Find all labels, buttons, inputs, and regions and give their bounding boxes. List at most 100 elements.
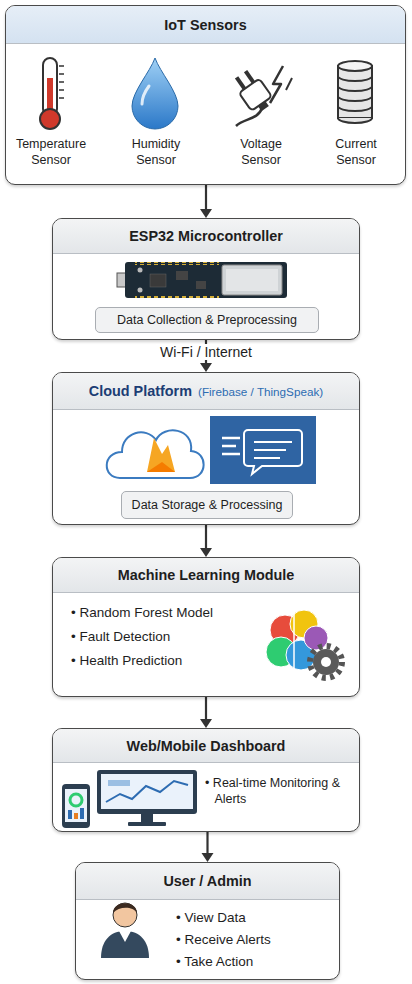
text-holder: Humidity Sensor (132, 136, 181, 169)
box-title: Web/Mobile Dashboard (127, 738, 286, 754)
flow-arrow (200, 697, 212, 728)
text-holder: • Take Action (176, 953, 253, 971)
esp32-board-part (150, 274, 166, 287)
plug-icon-part (236, 108, 262, 126)
connector-line (206, 832, 208, 853)
text-holder: • Random Forest Model (71, 604, 213, 622)
text-holder: Temperature Sensor (16, 136, 86, 169)
box-title: Cloud Platform (89, 383, 192, 399)
water-drop-icon-part (132, 58, 178, 129)
water-drop-icon (132, 58, 178, 129)
devices-icon-part (74, 813, 78, 819)
current-coil-icon-part (338, 118, 372, 123)
arrow-head (200, 363, 212, 372)
list-item: • View Data (176, 910, 246, 925)
firebase-cloud-icon (107, 430, 204, 478)
water-drop-icon-part (142, 86, 149, 104)
devices-icon-part (101, 774, 193, 809)
text-holder: • Health Prediction (71, 652, 182, 670)
devices-icon-part (70, 794, 82, 806)
devices-icon (62, 770, 197, 828)
devices-icon-part (97, 770, 197, 814)
arrow-head (200, 719, 212, 728)
user-icon-part (101, 931, 149, 958)
esp32-board-part (222, 265, 282, 295)
connector-line (205, 185, 207, 209)
thingspeak-icon-part (210, 416, 316, 484)
esp32-board-part (226, 269, 278, 291)
esp32-board-part (138, 288, 143, 293)
flow-arrow (200, 185, 212, 218)
devices-icon-part (108, 780, 130, 786)
esp32-board-part (138, 268, 143, 273)
brain-icon-part (310, 646, 342, 678)
arrow-head (200, 209, 212, 218)
current-coil-icon-part (338, 61, 372, 71)
header-band: Cloud Platform (Firebase / ThingSpeak) (53, 373, 359, 410)
box-title: Machine Learning Module (118, 567, 295, 583)
step-pill: Data Storage & Processing (121, 491, 293, 519)
step-pill: Data Collection & Preprocessing (95, 307, 319, 333)
plug-icon-part-part (258, 101, 269, 111)
firebase-cloud-icon-part (147, 462, 175, 472)
header-band: ESP32 Microcontroller (53, 219, 359, 254)
text-holder: Voltage Sensor (240, 136, 282, 169)
connector-line (205, 525, 207, 548)
list-item: • Fault Detection (71, 629, 170, 644)
arrow-head (200, 548, 212, 557)
plug-icon-part (231, 67, 276, 116)
list-item: • Take Action (176, 954, 253, 969)
user-icon (101, 903, 149, 958)
arrow-head (202, 853, 214, 862)
plug-icon-part (270, 66, 283, 103)
thermometer-icon-part (43, 58, 57, 116)
thingspeak-icon (210, 416, 316, 484)
box-title: User / Admin (163, 873, 251, 889)
thermometer-icon (40, 58, 64, 129)
thermometer-icon-part (59, 66, 64, 98)
header-band: Web/Mobile Dashboard (53, 729, 359, 763)
thingspeak-icon-part (244, 430, 302, 474)
thingspeak-icon-part (254, 442, 292, 458)
label-text: Data Storage & Processing (132, 498, 283, 512)
list-item: Current Sensor (335, 137, 377, 167)
esp32-board-part (196, 281, 206, 289)
user-icon-part (113, 903, 137, 927)
text-holder: • View Data (176, 909, 246, 927)
thingspeak-icon-part (222, 438, 240, 454)
plug-icon-part (286, 78, 292, 90)
devices-icon-part (65, 789, 87, 822)
firebase-cloud-icon-part (107, 430, 204, 478)
list-item: Voltage Sensor (240, 137, 282, 167)
list-item: • Real-time Monitoring & Alerts (205, 776, 340, 806)
list-item: Temperature Sensor (16, 137, 86, 167)
firebase-cloud-icon-part (147, 438, 175, 472)
esp32-board-part (135, 262, 219, 265)
user-icon-part (119, 931, 131, 942)
user-icon-part (113, 903, 137, 913)
edge-label: Wi-Fi / Internet (156, 344, 256, 360)
devices-icon-part (141, 814, 153, 822)
text-holder: Current Sensor (335, 136, 377, 169)
devices-icon-part (68, 810, 72, 819)
brain-icon-part (304, 626, 328, 650)
thermometer-icon-part (40, 109, 60, 129)
brain-icon-part (321, 657, 331, 667)
header-band: IoT Sensors (6, 6, 405, 44)
header-band: Machine Learning Module (53, 558, 359, 593)
box-title: (Firebase / ThingSpeak) (198, 385, 323, 398)
esp32-board-part (176, 271, 188, 280)
brain-icon-part (313, 649, 339, 675)
current-coil-icon (338, 61, 372, 123)
text-holder: • Receive Alerts (176, 931, 271, 949)
text-holder: • Real-time Monitoring & Alerts (205, 775, 353, 808)
devices-icon-part (106, 781, 188, 802)
brain-icon (266, 610, 342, 678)
devices-icon-part (62, 784, 90, 828)
current-coil-icon-part (338, 66, 372, 118)
text-holder: • Fault Detection (71, 628, 170, 646)
box-title: ESP32 Microcontroller (129, 228, 283, 244)
esp32-board (117, 262, 287, 298)
devices-icon-part (128, 822, 166, 826)
